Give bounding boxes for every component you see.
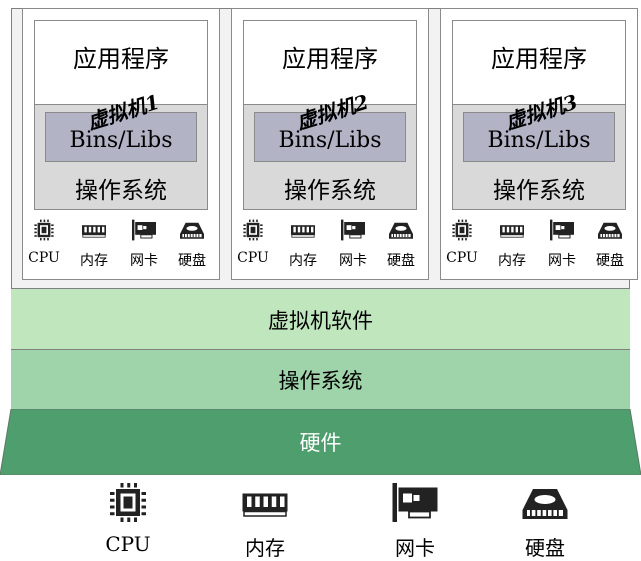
hardware-label: 内存 (498, 253, 526, 269)
cpu-icon (243, 219, 263, 241)
vm-1-disk: 硬盘 (172, 218, 212, 269)
hardware-label: 硬盘 (596, 253, 624, 269)
hardware-label: 内存 (245, 536, 285, 560)
vm-2-os-box: Bins/Libs 操作系统 (243, 104, 417, 210)
memory-icon (291, 225, 315, 238)
hard-disk-icon (522, 489, 568, 519)
physical-cpu: CPU (78, 480, 178, 558)
network-card-icon (132, 219, 156, 241)
vm-1-bins-libs: Bins/Libs (45, 112, 197, 162)
vm-1-os: 操作系统 (75, 178, 167, 204)
vm-3-nic: 网卡 (542, 218, 582, 269)
memory-icon (242, 493, 288, 517)
vm-1-os-box: Bins/Libs 操作系统 (34, 104, 208, 210)
host-os-layer: 操作系统 (11, 349, 630, 409)
vm-3-cpu: CPU (442, 218, 482, 268)
vm-3-os-box: Bins/Libs 操作系统 (452, 104, 626, 210)
network-card-icon (550, 219, 574, 241)
hardware-label: 网卡 (395, 536, 435, 560)
network-card-icon (341, 219, 365, 241)
hardware-label: CPU (105, 532, 151, 556)
network-card-icon (392, 483, 438, 522)
vm-2-os: 操作系统 (284, 178, 376, 204)
hardware-label: 内存 (289, 253, 317, 269)
hardware-label: 网卡 (339, 253, 367, 269)
physical-memory: 内存 (215, 480, 315, 560)
vm-1-nic: 网卡 (124, 218, 164, 269)
hardware-label: 网卡 (130, 253, 158, 269)
vm-2-cpu: CPU (233, 218, 273, 268)
memory-icon (500, 225, 524, 238)
hardware-label: 硬盘 (525, 536, 565, 560)
vm-3-disk: 硬盘 (590, 218, 630, 269)
vm-1-memory: 内存 (74, 218, 114, 269)
hardware-label: 硬件 (299, 431, 342, 455)
hardware-label: CPU (237, 250, 269, 266)
vm-2-nic: 网卡 (333, 218, 373, 269)
hard-disk-icon (180, 222, 204, 239)
cpu-icon (34, 219, 54, 241)
vm-2-memory: 内存 (283, 218, 323, 269)
vm-2-disk: 硬盘 (381, 218, 421, 269)
cpu-icon (452, 219, 472, 241)
vm-3-os: 操作系统 (493, 178, 585, 204)
hard-disk-icon (389, 222, 413, 239)
hardware-label: 网卡 (548, 253, 576, 269)
hardware-label: CPU (446, 250, 478, 266)
hard-disk-icon (598, 222, 622, 239)
hardware-label: 硬盘 (387, 253, 415, 269)
hardware-label: CPU (28, 250, 60, 266)
hardware-label: 硬盘 (178, 253, 206, 269)
hypervisor-layer: 虚拟机软件 (11, 288, 630, 350)
vm-3-app: 应用程序 (452, 20, 626, 105)
vm-1-cpu: CPU (24, 218, 64, 268)
physical-disk: 硬盘 (495, 480, 595, 560)
physical-nic: 网卡 (365, 480, 465, 560)
hardware-label: 内存 (80, 253, 108, 269)
cpu-icon (110, 483, 146, 522)
vm-2-bins-libs: Bins/Libs (254, 112, 406, 162)
memory-icon (82, 225, 106, 238)
vm-3-memory: 内存 (492, 218, 532, 269)
hardware-layer (0, 409, 641, 475)
vm-3-bins-libs: Bins/Libs (463, 112, 615, 162)
